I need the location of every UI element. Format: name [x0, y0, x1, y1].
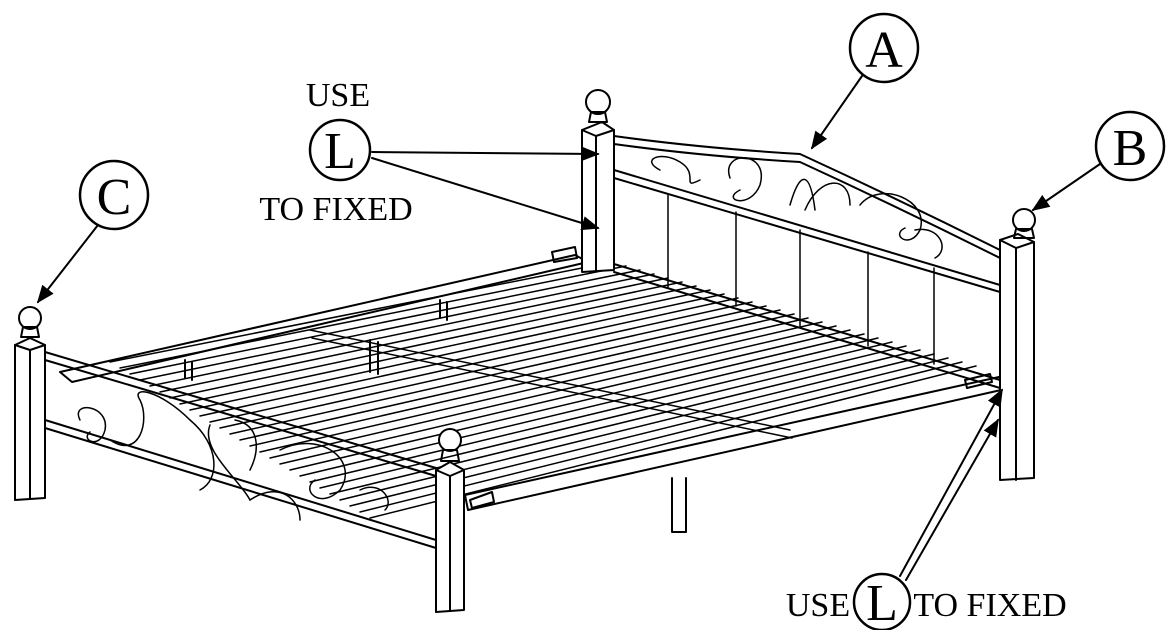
slat-frame — [59, 246, 1011, 533]
callout-a: A — [810, 12, 920, 150]
callout-c-circle — [78, 159, 150, 231]
footboard — [14, 306, 465, 613]
callout-b-letter: B — [1113, 120, 1148, 177]
callout-l-bottom-letter: L — [866, 575, 898, 630]
callout-c-leader — [36, 224, 99, 304]
note-bottom-to-fixed: TO FIXED — [913, 587, 1066, 624]
slats — [109, 261, 977, 519]
callout-l-top-circle — [308, 118, 372, 182]
headboard — [581, 89, 1036, 481]
note-top-use: USE — [306, 77, 370, 114]
note-top: USE L TO FIXED — [259, 77, 600, 231]
callout-c: C — [36, 159, 150, 304]
callout-a-leader — [810, 75, 863, 150]
callout-l-bottom-leader-2 — [905, 418, 999, 581]
callout-c-letter: C — [97, 169, 132, 226]
note-bottom: USE L TO FIXED — [786, 388, 1067, 630]
callout-a-letter: A — [865, 22, 903, 79]
callout-l-top-leader-1 — [371, 146, 600, 162]
callout-l-bottom-leader-1 — [899, 388, 1003, 577]
callout-l-top-letter: L — [324, 123, 356, 180]
note-top-to-fixed: TO FIXED — [259, 191, 412, 228]
note-bottom-use: USE — [786, 587, 850, 624]
callout-b-circle — [1094, 110, 1166, 182]
bed-illustration — [14, 89, 1036, 613]
callout-b: B — [1031, 110, 1166, 212]
callout-a-circle — [848, 12, 920, 84]
callout-l-top-leader-2 — [371, 157, 600, 231]
callout-b-leader — [1031, 163, 1101, 212]
callout-l-bottom-circle — [852, 572, 912, 630]
